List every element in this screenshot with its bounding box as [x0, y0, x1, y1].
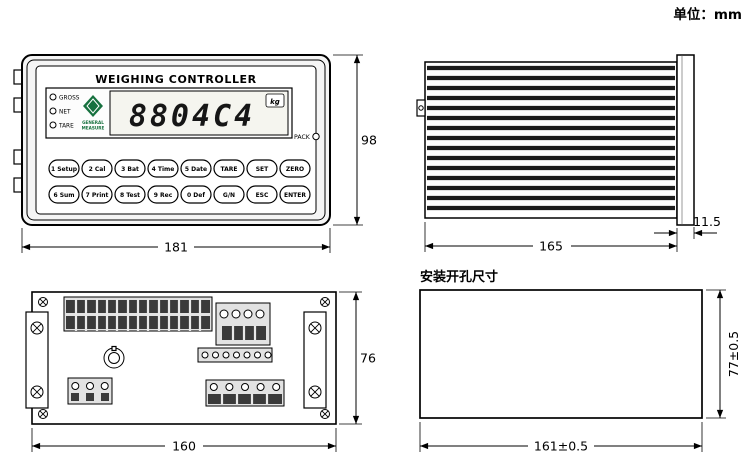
- terminal-strip-middle: [197, 347, 273, 363]
- rear-width-dim-label: 160: [172, 439, 196, 454]
- front-height-dim-label: 98: [361, 133, 377, 148]
- keypad-button: 5 Date: [180, 159, 212, 178]
- keypad-button-label: 6 Sum: [53, 192, 74, 199]
- keypad-button-label: 2 Cal: [89, 166, 106, 173]
- terminal-block-main: [63, 296, 213, 332]
- keypad-button: 8 Test: [114, 185, 146, 204]
- keypad-button: ENTER: [279, 185, 311, 204]
- led-label-tare: TARE: [58, 124, 74, 130]
- led-label-net: NET: [59, 110, 71, 116]
- cutout-width-dim-label: 161±0.5: [534, 439, 588, 454]
- keypad-button-label: 5 Date: [185, 166, 207, 173]
- front-view: WEIGHING CONTROLLER GROSS NET TARE GENER…: [13, 54, 331, 226]
- keypad-button: 4 Time: [147, 159, 179, 178]
- rear-width-dimension: 160: [31, 428, 337, 454]
- side-depth-dimension: 165: [424, 222, 678, 254]
- side-flange-dimension: 11.5: [654, 214, 721, 239]
- keypad-button: SET: [246, 159, 278, 178]
- led-label-gross: GROSS: [59, 96, 80, 102]
- front-width-dimension: 181: [21, 228, 331, 255]
- keypad: 1 Setup 2 Cal 3 Bat 4 Time 5 Date TARE: [48, 159, 311, 204]
- round-connector: [103, 345, 125, 369]
- front-width-dim-label: 181: [164, 240, 188, 255]
- side-flange-dim-label: 11.5: [693, 214, 721, 229]
- cutout-view: 安装开孔尺寸: [419, 269, 703, 419]
- heatsink-fins: [427, 65, 675, 211]
- keypad-button: ZERO: [279, 159, 311, 178]
- pack-led: [312, 132, 320, 141]
- keypad-button-label: ZERO: [286, 166, 304, 173]
- logo-line-1: GENERAL: [82, 120, 104, 125]
- terminal-block-bottom-left: [67, 377, 113, 405]
- keypad-button: 2 Cal: [81, 159, 113, 178]
- display-readout: 8804C4: [129, 99, 255, 134]
- display-window: [109, 90, 289, 136]
- panel-title: WEIGHING CONTROLLER: [95, 73, 257, 86]
- display-unit-box: [265, 93, 285, 108]
- keypad-button-label: ENTER: [284, 192, 306, 199]
- corner-screws: [38, 297, 330, 419]
- keypad-button: 0 Def: [180, 185, 212, 204]
- mounting-rail-left: [25, 311, 49, 409]
- keypad-button-label: 4 Time: [152, 166, 175, 173]
- rear-height-dimension: 76: [339, 291, 379, 425]
- status-led-net: NET: [49, 107, 71, 116]
- unit-label: 单位：mm: [673, 6, 742, 23]
- cutout-width-dimension: 161±0.5: [419, 422, 703, 454]
- keypad-button: ESC: [246, 185, 278, 204]
- front-height-dimension: 98: [333, 54, 382, 226]
- keypad-button: 6 Sum: [48, 185, 80, 204]
- cutout-rect: [419, 289, 703, 419]
- side-lug-screw: [418, 105, 424, 111]
- keypad-button-label: 1 Setup: [51, 166, 78, 173]
- terminal-block-upper-right: [215, 302, 271, 346]
- logo-line-2: MEASURE: [82, 126, 105, 131]
- keypad-button-label: G/N: [223, 192, 235, 199]
- keypad-button: 7 Print: [81, 185, 113, 204]
- front-bezel-inner: [26, 59, 326, 221]
- rear-height-dim-label: 76: [360, 351, 376, 366]
- pack-label: PACK: [294, 134, 311, 141]
- keypad-button-label: 0 Def: [187, 192, 205, 199]
- keypad-button-label: 8 Test: [120, 192, 140, 199]
- pack-indicator: PACK: [294, 132, 320, 141]
- mounting-clips: [13, 69, 25, 193]
- keypad-button: 9 Rec: [147, 185, 179, 204]
- status-led-tare: TARE: [49, 121, 74, 130]
- keypad-button: 1 Setup: [48, 159, 80, 178]
- status-led-gross: GROSS: [49, 93, 80, 102]
- side-depth-dim-label: 165: [539, 239, 563, 254]
- keypad-button: G/N: [213, 185, 245, 204]
- terminal-block-bottom-middle: [205, 379, 285, 407]
- cutout-title: 安装开孔尺寸: [420, 269, 498, 285]
- keypad-button-label: ESC: [256, 192, 269, 199]
- keypad-button-label: 9 Rec: [154, 192, 173, 199]
- side-view: [416, 54, 695, 226]
- keypad-button: TARE: [213, 159, 245, 178]
- display-unit-label: kg: [270, 98, 280, 106]
- brand-logo-icon: GENERAL MEASURE: [82, 95, 105, 131]
- rear-view: [25, 291, 337, 425]
- keypad-button-label: SET: [256, 166, 269, 173]
- keypad-button-label: 3 Bat: [121, 166, 139, 173]
- keypad-button-label: TARE: [221, 166, 238, 173]
- cutout-height-dim-label: 77±0.5: [726, 331, 741, 377]
- mounting-rail-right: [303, 311, 327, 409]
- front-bezel-edge: [676, 54, 695, 226]
- cutout-height-dimension: 77±0.5: [706, 289, 741, 419]
- display-assembly: GROSS NET TARE GENERAL MEASURE 8804C4 kg: [45, 87, 320, 141]
- keypad-button-label: 7 Print: [86, 192, 109, 199]
- keypad-button: 3 Bat: [114, 159, 146, 178]
